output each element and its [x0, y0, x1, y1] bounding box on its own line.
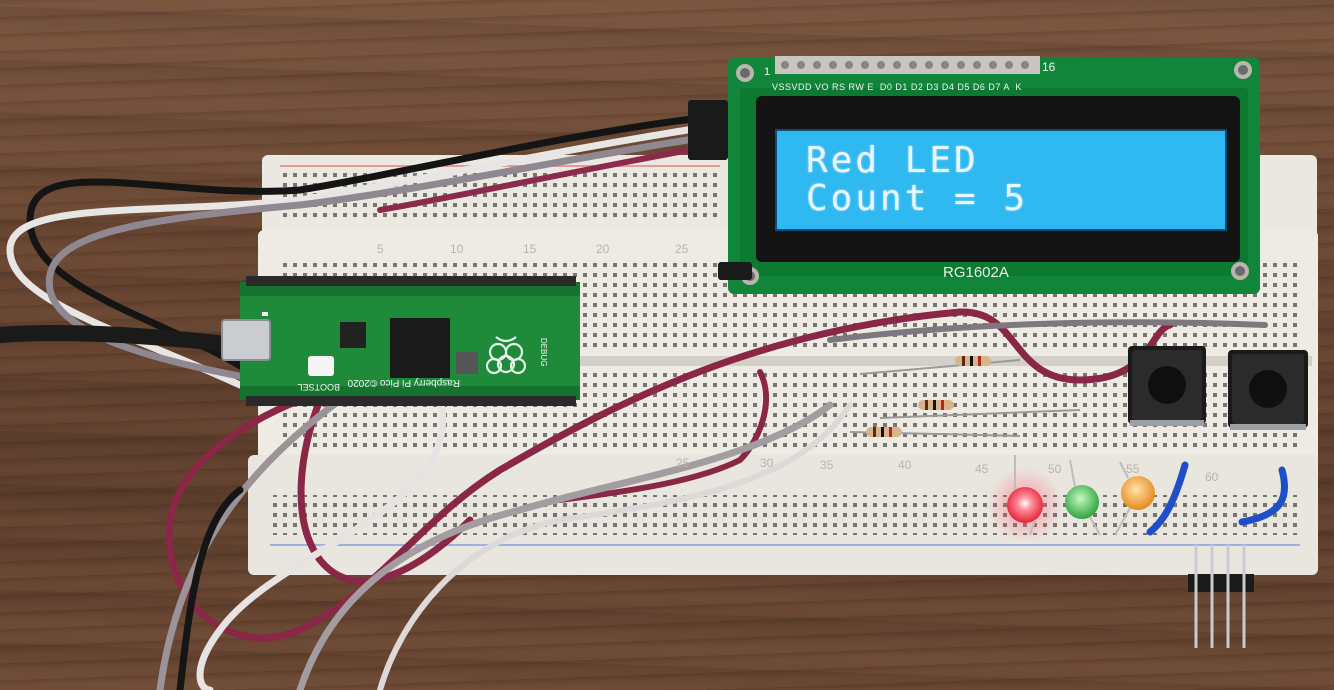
lcd-model-label: RG1602A — [943, 264, 1009, 281]
header-pins — [1188, 545, 1254, 648]
breadboard-column-number: 50 — [1048, 462, 1062, 476]
resistors — [849, 356, 1081, 437]
breadboard-column-number: 10 — [450, 242, 464, 256]
breadboard-column-number: 15 — [523, 242, 537, 256]
breadboard-column-number: 20 — [596, 242, 610, 256]
lcd-module — [728, 56, 1260, 294]
green-led — [1065, 459, 1101, 536]
breadboard-column-number: 60 — [1205, 470, 1219, 484]
breadboard-column-number: 30 — [760, 456, 774, 470]
red-led — [987, 455, 1063, 543]
breadboard-column-number: 25 — [676, 456, 690, 470]
lcd-wire-connector — [688, 100, 728, 160]
breadboard-column-number: 45 — [975, 462, 989, 476]
lcd-pin-last-label: 16 — [1042, 60, 1056, 74]
push-button-left — [1128, 346, 1206, 426]
lcd-pin-first-label: 1 — [764, 66, 771, 78]
push-button-right — [1228, 350, 1308, 430]
breadboard-column-number: 35 — [820, 458, 834, 472]
breadboard-column-number: 55 — [1126, 462, 1140, 476]
breadboard-column-number: 25 — [675, 242, 689, 256]
breadboard-column-number: 5 — [377, 242, 384, 256]
lcd-line-1: Red LED — [806, 140, 979, 181]
jumper-cap — [718, 262, 752, 280]
pico-board-label: Raspberry Pi Pico ©2020 — [347, 377, 460, 388]
lcd-pin-labels: VSSVDD VO RS RW E D0 D1 D2 D3 D4 D5 D6 D… — [772, 82, 1022, 92]
pico-bootsel-label: BOOTSEL — [297, 382, 340, 392]
pico-debug-label: DEBUG — [539, 338, 548, 367]
lcd-line-2: Count = 5 — [806, 178, 1029, 219]
breadboard-column-number: 40 — [898, 458, 912, 472]
raspberry-pi-pico-board — [221, 276, 580, 406]
orange-led — [1114, 461, 1155, 536]
